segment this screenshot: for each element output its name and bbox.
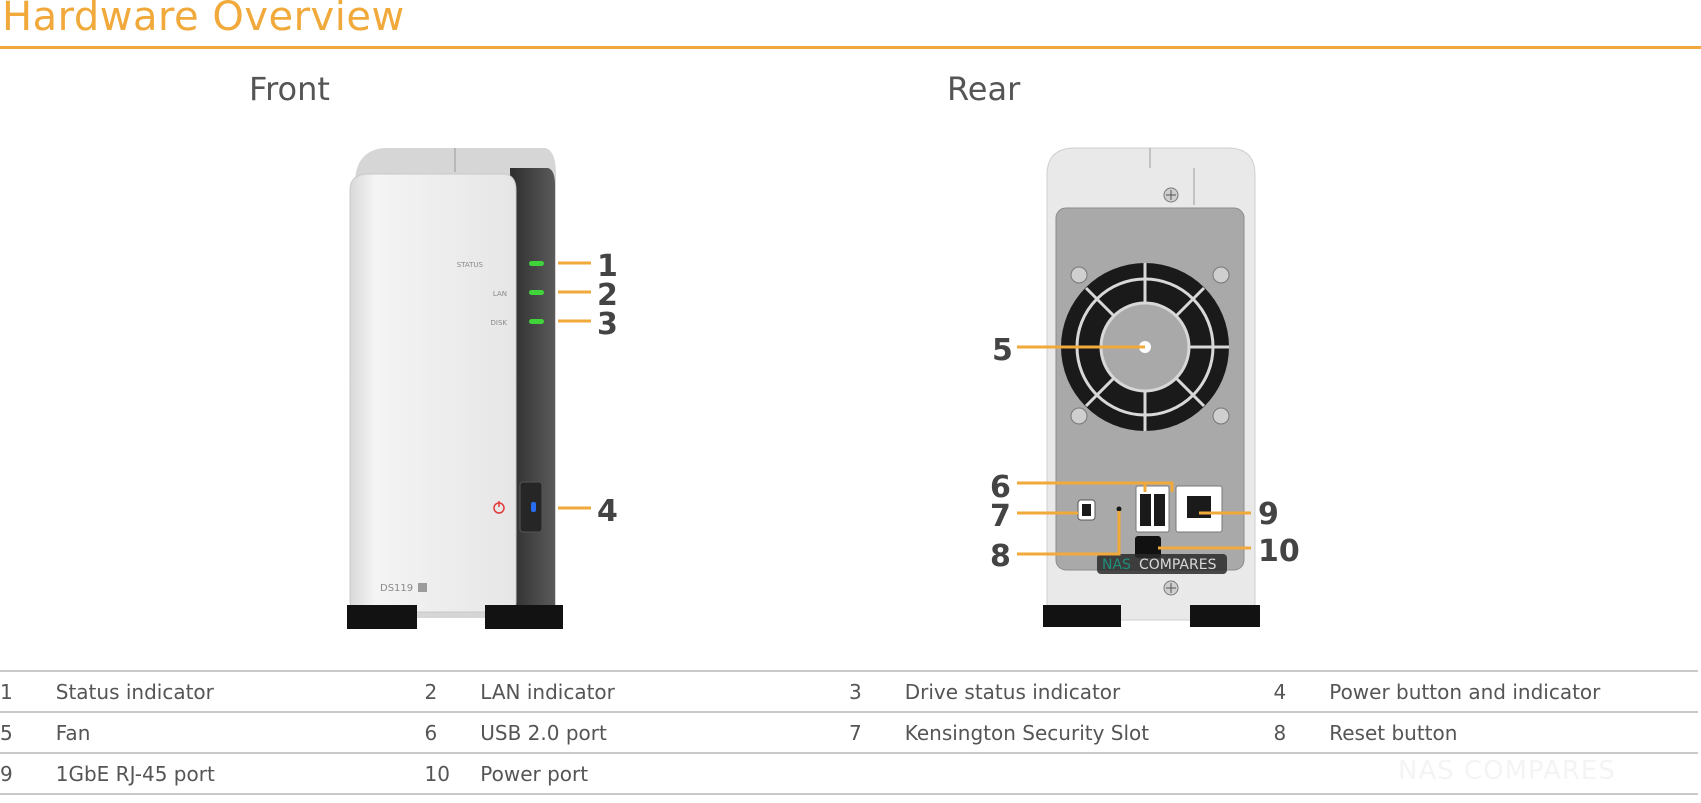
lan-led-label: LAN (493, 290, 507, 298)
usb-port-2[interactable] (1154, 494, 1165, 526)
legend-number: 2 (424, 679, 438, 704)
legend-label: Power port (480, 761, 589, 786)
front-callout-lines (558, 261, 591, 510)
power-port[interactable] (1135, 536, 1161, 558)
front-foot-right (485, 605, 563, 629)
front-panel (349, 173, 517, 613)
legend-number: 6 (424, 720, 438, 745)
front-unit: STATUS LAN DISK DS119 1 2 3 4 (347, 148, 618, 629)
callout-9: 9 (1258, 497, 1279, 532)
reset-button[interactable] (1116, 506, 1122, 512)
lan-led (529, 290, 544, 295)
callout-4: 4 (597, 494, 618, 529)
legend-label: Power button and indicator (1329, 679, 1601, 704)
callout-7: 7 (990, 499, 1011, 534)
legend-row: 5 Fan 6 USB 2.0 port 7 Kensington Securi… (0, 712, 1698, 753)
rear-view-label: Rear (947, 70, 1021, 108)
page-title: Hardware Overview (2, 0, 405, 40)
legend-number (849, 753, 905, 794)
screw-icon (1163, 580, 1179, 596)
model-label: DS119 (380, 583, 413, 594)
legend-number: 10 (424, 761, 450, 786)
disk-led (529, 319, 544, 324)
watermark-compares: COMPARES (1139, 557, 1217, 573)
legend-label: Drive status indicator (904, 679, 1121, 704)
usb-port-1[interactable] (1140, 494, 1151, 526)
legend-label: 1GbE RJ-45 port (55, 761, 215, 786)
status-led (529, 261, 544, 266)
legend-row: 1 Status indicator 2 LAN indicator 3 Dri… (0, 671, 1698, 712)
legend-number: 9 (0, 761, 13, 786)
legend-label: Kensington Security Slot (904, 720, 1150, 745)
fan-screws (1070, 266, 1230, 425)
kensington-slot-hole (1082, 504, 1091, 516)
rear-callout-lines (1017, 345, 1251, 556)
disk-led-label: DISK (491, 319, 508, 327)
legend-label: Status indicator (55, 679, 214, 704)
legend-number: 5 (0, 720, 13, 745)
legend-number: 1 (0, 679, 13, 704)
legend-label: Reset button (1329, 720, 1458, 745)
legend-table: 1 Status indicator 2 LAN indicator 3 Dri… (0, 670, 1698, 795)
callout-5: 5 (992, 333, 1013, 368)
hardware-figure: STATUS LAN DISK DS119 1 2 3 4 (347, 147, 1300, 629)
watermark-nas: NAS (1102, 557, 1131, 573)
callout-8: 8 (990, 539, 1011, 574)
rear-foot-right (1190, 605, 1260, 627)
legend-number: 4 (1273, 679, 1287, 704)
front-bezel (510, 168, 555, 616)
callout-1: 1 (597, 249, 618, 284)
callout-2: 2 (597, 278, 618, 313)
legend-label: LAN indicator (480, 679, 615, 704)
rear-unit: NAS COMPARES 5 6 7 8 9 10 (990, 147, 1300, 627)
screw-icon (1163, 187, 1179, 203)
power-icon (493, 501, 505, 514)
legend-number: 7 (848, 720, 862, 745)
legend-label: Fan (55, 720, 91, 745)
legend-row: 9 1GbE RJ-45 port 10 Power port (0, 753, 1698, 794)
power-led (531, 502, 536, 512)
watermark-box (1097, 554, 1227, 574)
front-foot-left (347, 605, 417, 629)
legend-label: USB 2.0 port (480, 720, 607, 745)
legend-number: 3 (848, 679, 862, 704)
footer-watermark: NAS COMPARES (1398, 756, 1616, 786)
rear-foot-left (1043, 605, 1121, 627)
legend-label (905, 753, 1274, 794)
callout-3: 3 (597, 307, 618, 342)
legend-number: 8 (1273, 720, 1287, 745)
legend-number (1273, 753, 1329, 794)
callout-6: 6 (990, 470, 1011, 505)
status-led-label: STATUS (457, 261, 484, 269)
model-badge (418, 583, 427, 592)
callout-10: 10 (1258, 534, 1300, 569)
rj45-port-socket (1187, 496, 1211, 518)
front-view-label: Front (249, 70, 330, 108)
title-divider (0, 46, 1701, 49)
